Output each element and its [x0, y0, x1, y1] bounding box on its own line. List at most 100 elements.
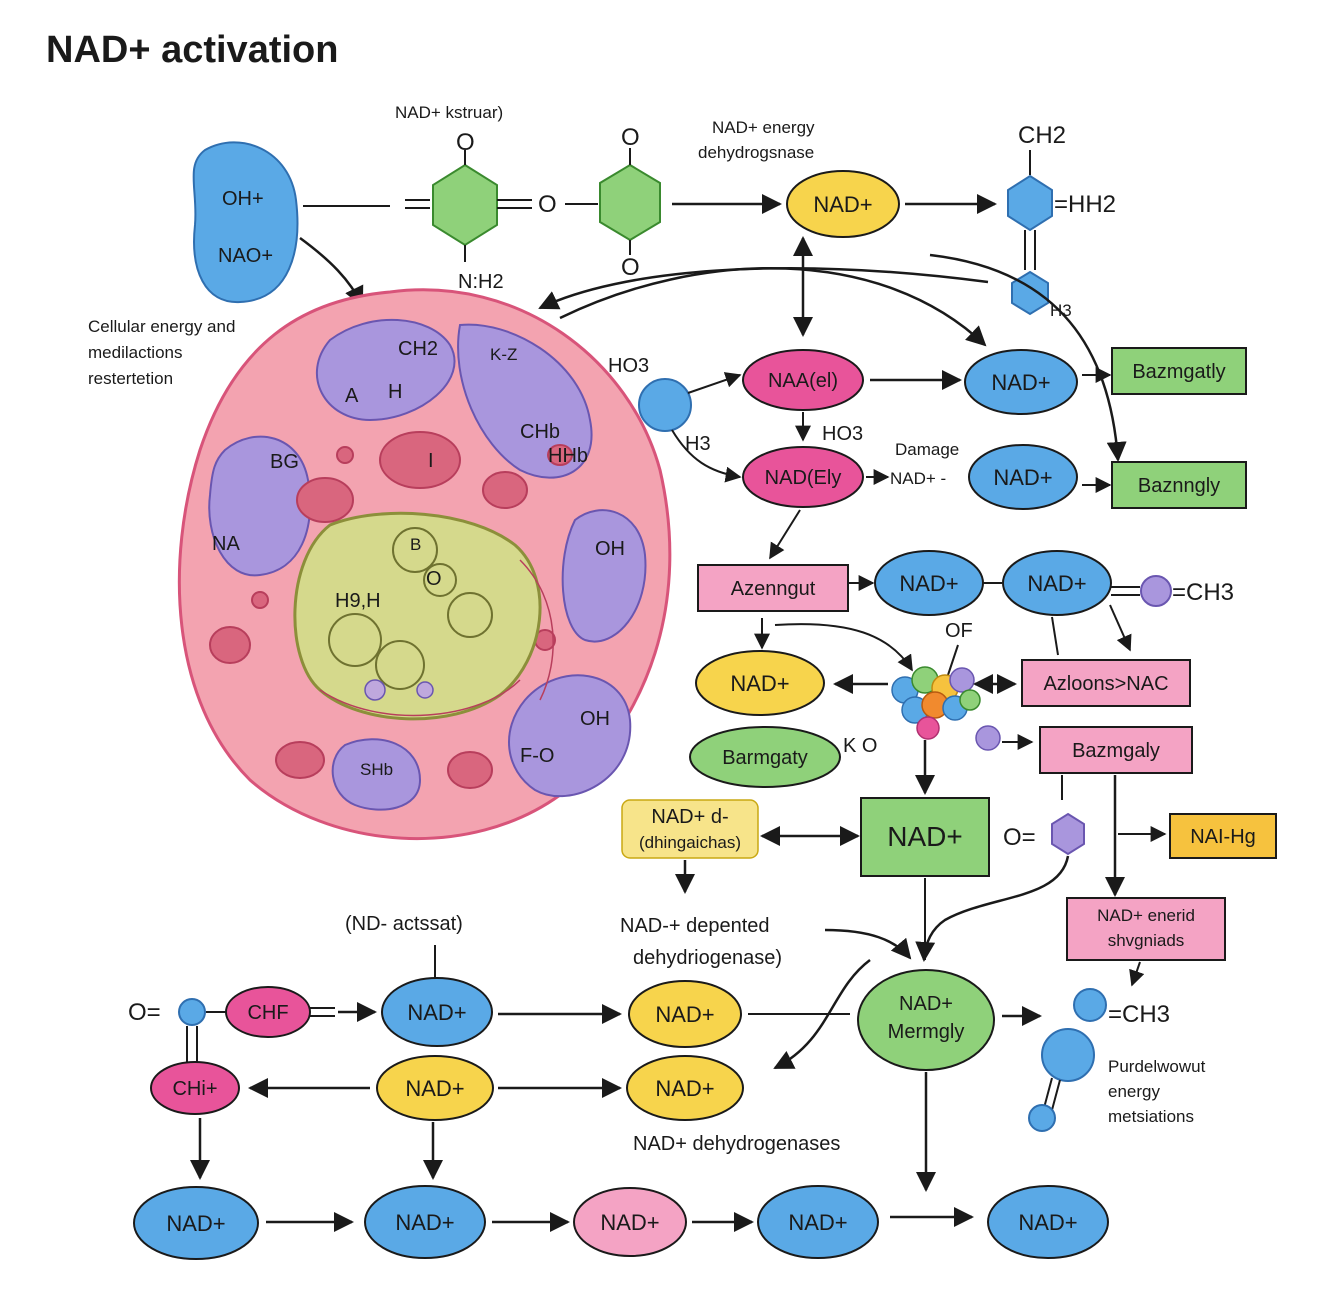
cell-na: NA	[212, 533, 240, 555]
bottom-nad-4-label: NAD+	[788, 1210, 847, 1235]
purple-ball-ch3	[1140, 575, 1172, 607]
oxygen-top-2: O	[621, 124, 640, 151]
bottom-nad-1-label: NAD+	[166, 1211, 225, 1236]
nad-enerid-line2: shvgniads	[1108, 931, 1185, 950]
nad-dependent-line1: NAD-+ depented	[620, 915, 770, 937]
nad-row2-yellow1-label: NAD+	[405, 1076, 464, 1101]
nd-activat-label: (ND- actssat)	[345, 913, 463, 935]
nad-green-box	[860, 797, 990, 877]
oxygen-mid: O	[538, 191, 557, 218]
nad-row1-yellow-label: NAD+	[655, 1002, 714, 1027]
ch-pink-node	[225, 986, 311, 1038]
nad-yellow-left	[695, 650, 825, 716]
blue-hexagon-small	[1011, 270, 1049, 316]
nao-plus-label: NAO+	[218, 245, 273, 267]
oh-plus-label: OH+	[222, 188, 264, 210]
nai-hg-orange-label: NAI-Hg	[1190, 826, 1256, 848]
cell-sh: SHb	[360, 760, 393, 779]
purdelwowut-line2: energy	[1108, 1082, 1160, 1101]
nad-mermgly-line2: Mermgly	[888, 1021, 965, 1043]
bazmgaly-pink-label: Bazmgaly	[1072, 740, 1160, 762]
bottom-nad-5-label: NAD+	[1018, 1210, 1077, 1235]
nad-right-blue1-label: NAD+	[991, 370, 1050, 395]
azenngut-pink-label: Azenngut	[731, 578, 816, 600]
bazmgaly-pink	[1039, 726, 1193, 774]
cell	[177, 288, 672, 840]
purdelwowut-line3: metsiations	[1108, 1107, 1194, 1126]
nad-dehydrogenases-label: NAD+ dehydrogenases	[633, 1133, 840, 1155]
cell-ch2: CH2	[398, 338, 438, 360]
blue-ball	[638, 378, 692, 432]
green-hexagon-2	[599, 163, 661, 242]
bazmngly-green2	[1111, 461, 1247, 509]
azenngut-pink	[697, 564, 849, 612]
nad-mid-blue2-label: NAD+	[1027, 571, 1086, 596]
diagram-title: NAD+ activation	[46, 29, 338, 71]
nad-right-blue2	[968, 444, 1078, 510]
nad-row1-blue	[381, 977, 493, 1047]
ch2-top-label: CH2	[1018, 122, 1066, 149]
green-hexagon-1	[432, 163, 498, 247]
azloons-nac-pink	[1021, 659, 1191, 707]
cell-fo: F-O	[520, 745, 554, 767]
naa-magenta-node	[742, 349, 864, 411]
nad-energy-line2: dehydrogsnase	[698, 143, 814, 162]
h3-label: H3	[685, 433, 711, 455]
purple-ball-small	[975, 725, 1001, 751]
oxygen-bottom-2: O	[621, 254, 640, 281]
nad-mermgly-line1: NAD+	[899, 993, 953, 1015]
cell-h9h: H9,H	[335, 590, 381, 612]
nad-row2-yellow2	[626, 1055, 744, 1121]
blue-atom-small	[178, 998, 206, 1026]
azloons-nac-label: Azloons>NAC	[1043, 673, 1168, 695]
barmgaty-green	[689, 726, 841, 788]
nad-magenta2-label: NAD(Ely	[765, 467, 842, 489]
nad-enerid-pink	[1066, 897, 1226, 961]
nad-row1-yellow	[628, 980, 742, 1048]
blue-hexagon-top	[1007, 174, 1053, 232]
bottom-nad-2	[364, 1185, 486, 1259]
ch-pink-b-label: CHi+	[172, 1078, 217, 1100]
nad-right-blue2-label: NAD+	[993, 465, 1052, 490]
purple-hexagon	[1051, 812, 1085, 856]
nad-top-yellow-label: NAD+	[813, 192, 872, 217]
barmgaty-green-label: Barmgaty	[722, 747, 808, 769]
ch3-right-label: =CH3	[1172, 579, 1234, 606]
damage-label: Damage	[895, 440, 959, 459]
oxygen-top-1: O	[456, 129, 475, 156]
bazmgatly-green1	[1111, 347, 1247, 395]
oh-nao-blob	[192, 141, 299, 304]
nad-enerid-line1: NAD+ enerid	[1097, 906, 1195, 925]
nad-row1-blue-label: NAD+	[407, 1000, 466, 1025]
bottom-nad-2-label: NAD+	[395, 1210, 454, 1235]
bazmngly-green2-label: Baznngly	[1138, 475, 1220, 497]
nad-row2-yellow1	[376, 1055, 494, 1121]
nad-structure-label: NAD+ kstruar)	[395, 103, 503, 122]
nad-yellow-left-label: NAD+	[730, 671, 789, 696]
blue-atom-end	[1028, 1104, 1056, 1132]
blue-atom-ch3	[1073, 988, 1107, 1022]
nad-mermgly-green	[857, 969, 995, 1071]
k-o-label: K O	[843, 735, 877, 757]
bottom-nad-3-label: NAD+	[600, 1210, 659, 1235]
bottom-nad-5	[987, 1185, 1109, 1259]
nad-dehydrog-yellow-line2: (dhingaichas)	[639, 833, 741, 852]
cell-chb: CHb	[520, 421, 560, 443]
cellular-energy-line1: Cellular energy and	[88, 317, 235, 336]
bazmgatly-green1-label: Bazmgatly	[1132, 361, 1225, 383]
o-eq-b-label: O=	[128, 999, 161, 1026]
cell-kz: K-Z	[490, 345, 517, 364]
hh2-label: =HH2	[1054, 191, 1116, 218]
cellular-energy-line2: medilactions	[88, 343, 183, 362]
nad-plus-small: NAD+ -	[890, 469, 946, 488]
nad-dehydrog-yellow	[621, 799, 759, 859]
nad-mid-blue1-label: NAD+	[899, 571, 958, 596]
nad-right-blue1	[964, 349, 1078, 415]
cell-a: A	[345, 385, 359, 407]
nad-dependent-line2: dehydriogenase)	[633, 947, 782, 969]
cell-bg: BG	[270, 451, 299, 473]
nad-row2-yellow2-label: NAD+	[655, 1076, 714, 1101]
nad-dehydrog-yellow-line1: NAD+ d-	[651, 806, 728, 828]
bottom-nad-1	[133, 1186, 259, 1260]
